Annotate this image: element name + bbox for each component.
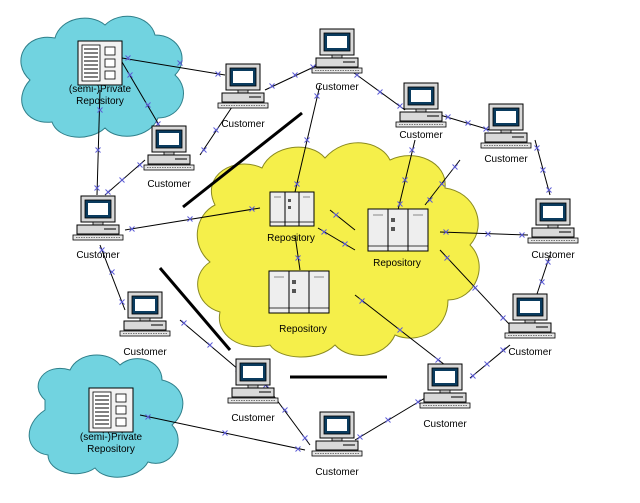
private-repository-bottom: (semi-)Private Repository xyxy=(80,387,143,455)
private-repository-bottom-label-line1: (semi-)Private xyxy=(80,432,143,443)
customer-node: Customer xyxy=(480,103,532,165)
customer-label: Customer xyxy=(76,250,120,261)
computer-terminal-icon xyxy=(72,195,124,241)
private-repository-top-label-line2: Repository xyxy=(76,96,124,107)
repository-left: Repository xyxy=(267,191,315,244)
customer-node: Customer xyxy=(143,125,195,190)
customer-label: Customer xyxy=(315,82,359,93)
computer-terminal-icon xyxy=(311,411,363,457)
private-repository-top: (semi-)Private Repository xyxy=(69,40,132,107)
computer-terminal-icon xyxy=(395,82,447,128)
computer-terminal-icon xyxy=(419,363,471,409)
computer-terminal-icon xyxy=(227,358,279,404)
customer-label: Customer xyxy=(315,467,359,478)
customer-node: Customer xyxy=(311,411,363,478)
customer-label: Customer xyxy=(423,419,467,430)
computer-terminal-icon xyxy=(311,28,363,74)
computer-terminal-icon xyxy=(217,63,269,109)
customer-label: Customer xyxy=(508,347,552,358)
customer-label: Customer xyxy=(147,179,191,190)
server-rack-icon xyxy=(88,387,134,433)
repository-right: Repository xyxy=(367,208,429,269)
customer-node: Customer xyxy=(395,82,447,141)
customer-node: Customer xyxy=(72,195,124,261)
computer-terminal-icon xyxy=(143,125,195,171)
customer-label: Customer xyxy=(123,347,167,358)
computer-terminal-icon xyxy=(527,198,579,244)
customer-label: Customer xyxy=(484,154,528,165)
private-repository-bottom-label-line2: Repository xyxy=(87,444,135,455)
customer-node: Customer xyxy=(504,293,556,358)
server-rack-icon xyxy=(367,208,429,252)
divider-line-top xyxy=(182,111,303,209)
customer-node: Customer xyxy=(217,63,269,130)
customer-label: Customer xyxy=(399,130,443,141)
repository-label: Repository xyxy=(279,324,327,335)
server-rack-icon xyxy=(77,40,123,86)
repository-label: Repository xyxy=(373,258,421,269)
server-rack-icon xyxy=(268,270,330,314)
customer-node: Customer xyxy=(527,198,579,261)
customer-node: Customer xyxy=(419,363,471,430)
central-cloud xyxy=(196,142,480,358)
computer-terminal-icon xyxy=(480,103,532,149)
server-rack-icon xyxy=(269,191,315,227)
customer-label: Customer xyxy=(231,413,275,424)
repository-bottom: Repository xyxy=(268,270,330,335)
customer-node: Customer xyxy=(119,291,171,358)
repository-label: Repository xyxy=(267,233,315,244)
customer-node: Customer xyxy=(227,358,279,424)
divider-line-left xyxy=(158,267,232,351)
customer-label: Customer xyxy=(531,250,575,261)
computer-terminal-icon xyxy=(504,293,556,339)
customer-node: Customer xyxy=(311,28,363,93)
customer-label: Customer xyxy=(221,119,265,130)
computer-terminal-icon xyxy=(119,291,171,337)
private-repository-top-label-line1: (semi-)Private xyxy=(69,84,132,95)
